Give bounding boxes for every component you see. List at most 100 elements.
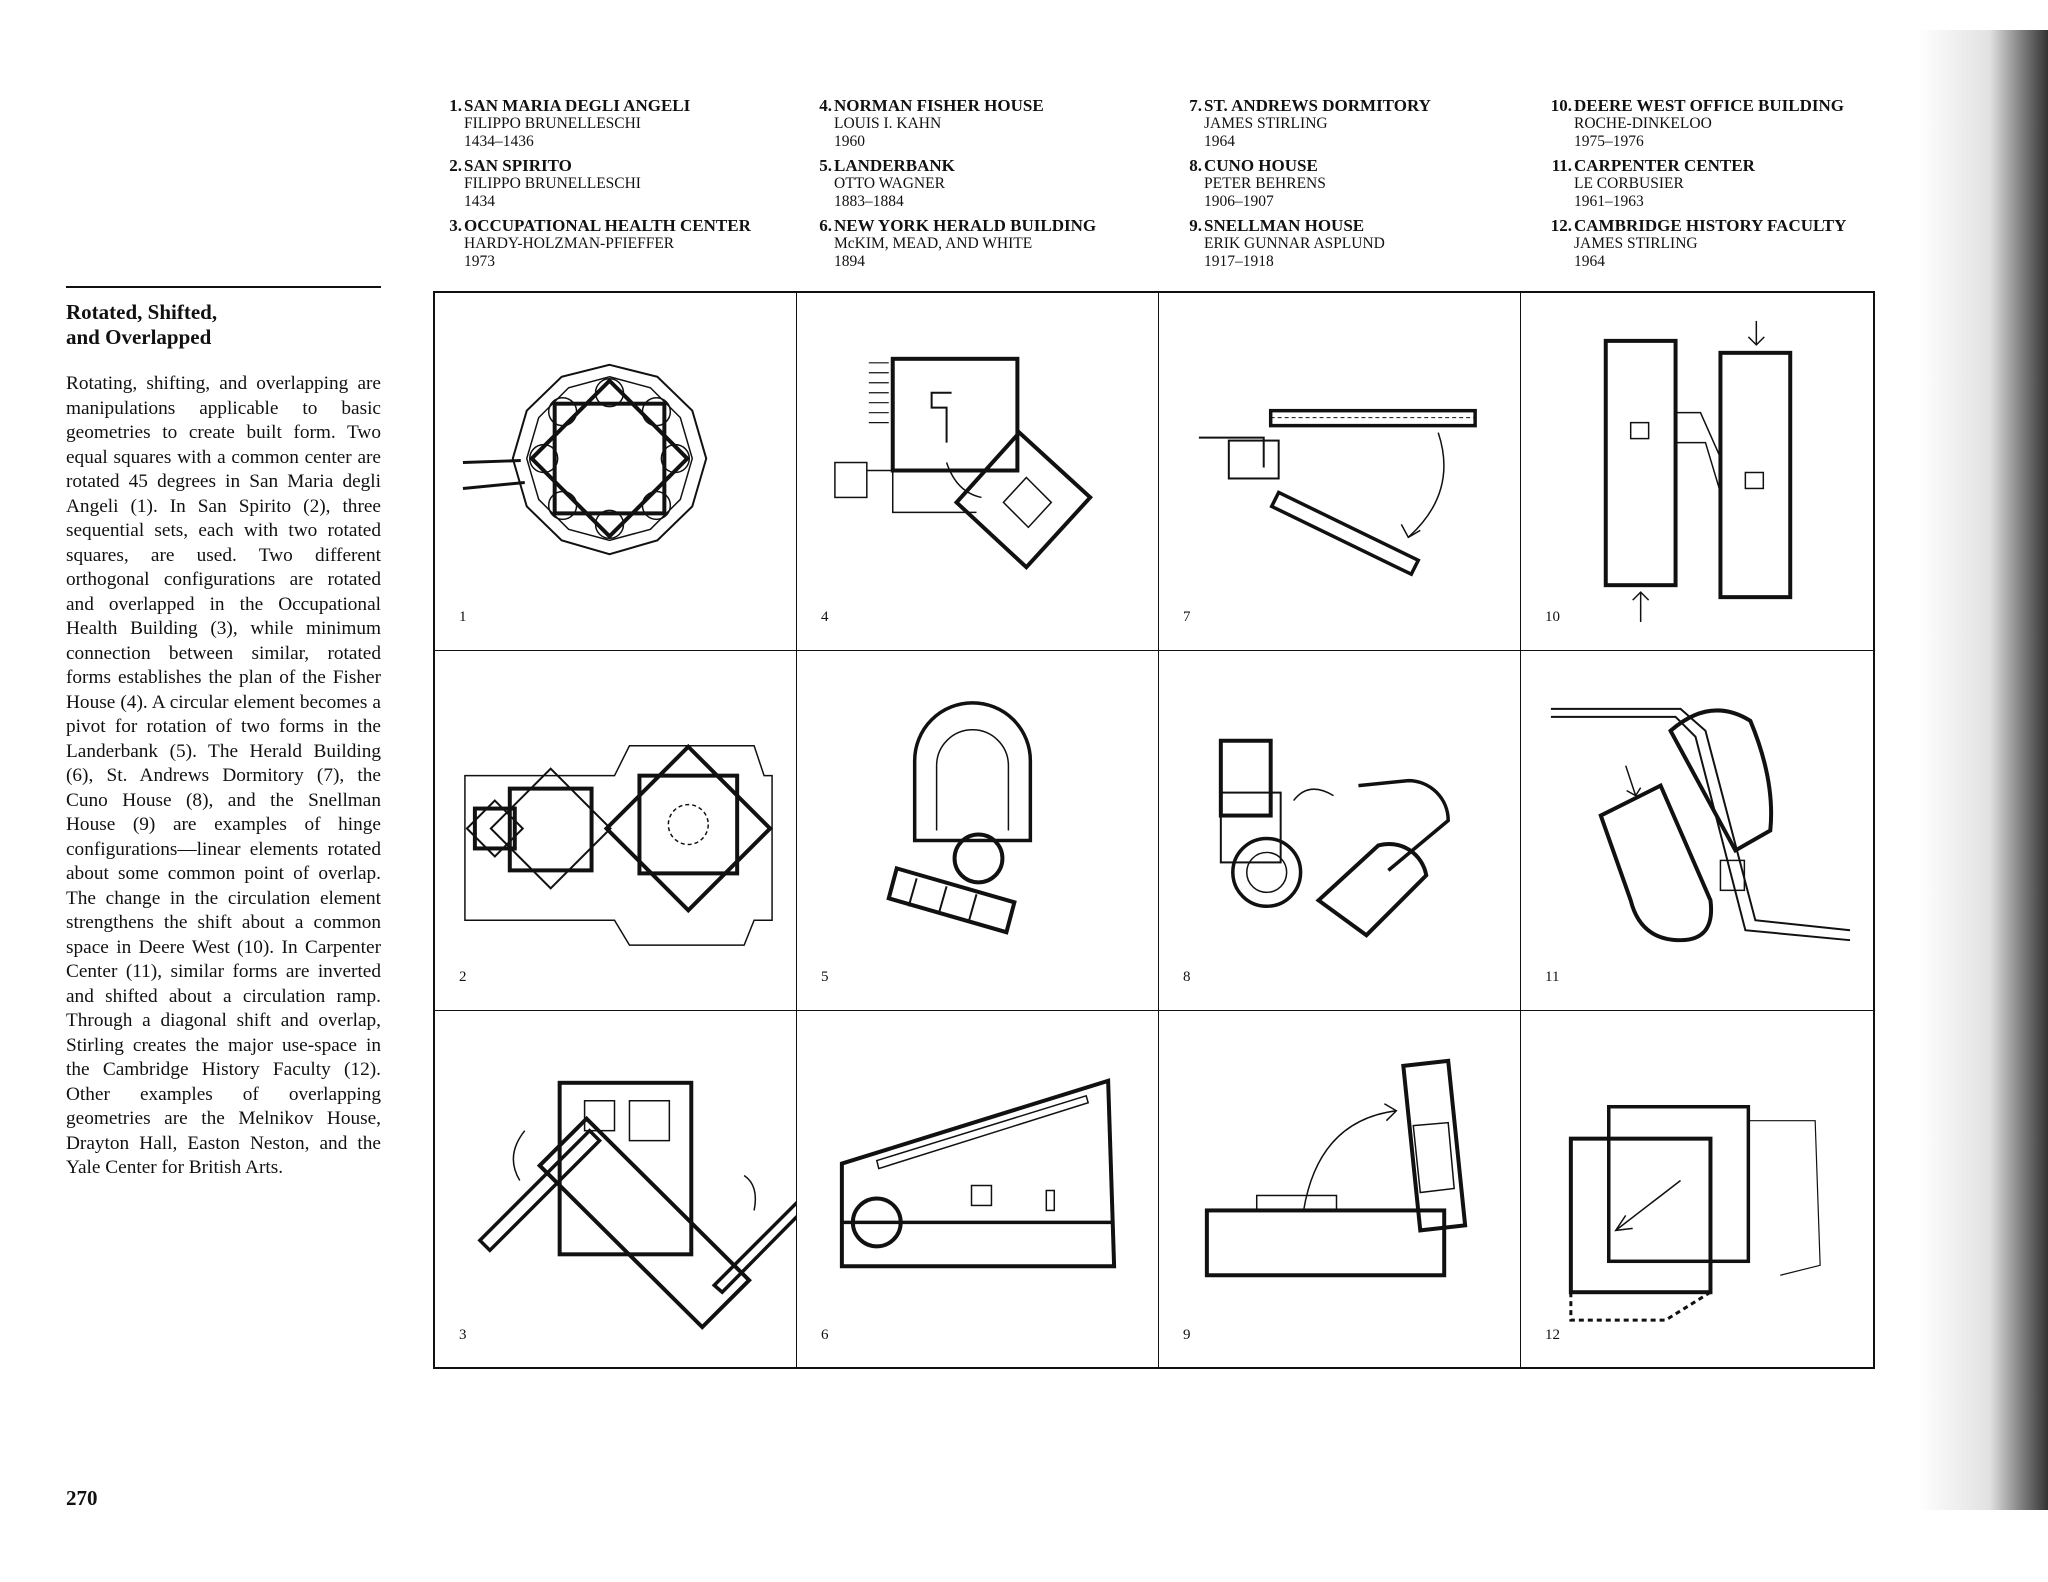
section-heading-line-2: and Overlapped xyxy=(66,325,212,349)
diagram-cell-8: 8 xyxy=(1159,651,1521,1011)
caption-title: OCCUPATIONAL HEALTH CENTER xyxy=(464,216,751,235)
plan-deere-west-office-building xyxy=(1603,320,1793,623)
caption-architect: LE CORBUSIER xyxy=(1574,175,1684,192)
caption-date: 1961–1963 xyxy=(1574,193,1644,210)
caption-number: 1 xyxy=(434,96,462,115)
diagram-number: 12 xyxy=(1545,1327,1560,1343)
caption-title: CAMBRIDGE HISTORY FACULTY xyxy=(1574,216,1847,235)
diagram-cell-2: 2 xyxy=(435,651,797,1011)
caption-number: 3 xyxy=(434,216,462,235)
plan-st-andrews-dormitory xyxy=(1198,408,1477,577)
caption-number: 5 xyxy=(804,156,832,175)
caption-number: 6 xyxy=(804,216,832,235)
caption-date: 1906–1907 xyxy=(1204,193,1274,210)
caption-architect: ROCHE-DINKELOO xyxy=(1574,115,1712,132)
caption-column-4: 10DEERE WEST OFFICE BUILDINGROCHE-DINKEL… xyxy=(1544,96,1894,276)
caption-number: 10 xyxy=(1544,96,1572,115)
plan-cambridge-history-faculty xyxy=(1568,1104,1821,1322)
caption-date: 1894 xyxy=(834,253,865,270)
caption-number: 8 xyxy=(1174,156,1202,175)
diagram-number: 7 xyxy=(1183,609,1191,625)
caption-title: CUNO HOUSE xyxy=(1204,156,1318,175)
caption-architect: LOUIS I. KAHN xyxy=(834,115,942,132)
caption-architect: OTTO WAGNER xyxy=(834,175,945,192)
caption-number: 11 xyxy=(1544,156,1572,175)
caption-entry: 3OCCUPATIONAL HEALTH CENTERHARDY-HOLZMAN… xyxy=(434,216,784,276)
caption-architect: FILIPPO BRUNELLESCHI xyxy=(464,175,641,192)
caption-architect: FILIPPO BRUNELLESCHI xyxy=(464,115,641,132)
diagram-cell-4: 4 xyxy=(797,293,1159,651)
diagram-number: 8 xyxy=(1183,969,1191,985)
page-edge-shadow xyxy=(1918,30,2048,1510)
caption-title: ST. ANDREWS DORMITORY xyxy=(1204,96,1431,115)
caption-date: 1964 xyxy=(1574,253,1605,270)
diagram-number: 1 xyxy=(459,609,467,625)
diagram-cell-5: 5 xyxy=(797,651,1159,1011)
caption-title: LANDERBANK xyxy=(834,156,955,175)
diagram-cell-11: 11 xyxy=(1521,651,1875,1011)
diagram-cell-12: 12 xyxy=(1521,1011,1875,1369)
diagram-number: 5 xyxy=(821,969,829,985)
caption-number: 7 xyxy=(1174,96,1202,115)
section-heading-line-1: Rotated, Shifted, xyxy=(66,300,218,324)
page-number: 270 xyxy=(66,1486,98,1510)
plan-carpenter-center xyxy=(1550,707,1851,943)
diagram-number: 10 xyxy=(1545,609,1560,625)
caption-number: 2 xyxy=(434,156,462,175)
plan-landerbank xyxy=(886,701,1033,935)
caption-date: 1917–1918 xyxy=(1204,253,1274,270)
plan-new-york-herald-building xyxy=(839,1078,1117,1269)
caption-number: 12 xyxy=(1544,216,1572,235)
caption-date: 1964 xyxy=(1204,133,1235,150)
caption-architect: PETER BEHRENS xyxy=(1204,175,1326,192)
caption-date: 1973 xyxy=(464,253,495,270)
caption-title: SAN MARIA DEGLI ANGELI xyxy=(464,96,691,115)
caption-architect: JAMES STIRLING xyxy=(1204,115,1328,132)
caption-title: CARPENTER CENTER xyxy=(1574,156,1755,175)
plan-norman-fisher-house xyxy=(834,356,1094,571)
diagram-number: 2 xyxy=(459,969,467,985)
diagram-cell-3: 3 xyxy=(435,1011,797,1369)
plan-san-spirito xyxy=(464,743,773,946)
diagram-number: 11 xyxy=(1545,969,1560,985)
section-heading: Rotated, Shifted, and Overlapped xyxy=(66,300,386,350)
caption-title: NORMAN FISHER HOUSE xyxy=(834,96,1044,115)
diagram-number: 6 xyxy=(821,1327,829,1343)
plan-cuno-house xyxy=(1218,738,1450,938)
plan-snellman-house xyxy=(1204,1058,1468,1278)
caption-title: NEW YORK HERALD BUILDING xyxy=(834,216,1097,235)
caption-entry: 10DEERE WEST OFFICE BUILDINGROCHE-DINKEL… xyxy=(1544,96,1894,156)
diagram-cell-10: 10 xyxy=(1521,293,1875,651)
caption-title: SNELLMAN HOUSE xyxy=(1204,216,1365,235)
plan-diagram-grid: 1 4 7 xyxy=(433,291,1875,1369)
section-rule xyxy=(66,286,381,288)
diagram-cell-7: 7 xyxy=(1159,293,1521,651)
diagram-cell-9: 9 xyxy=(1159,1011,1521,1369)
caption-date: 1975–1976 xyxy=(1574,133,1644,150)
caption-date: 1960 xyxy=(834,133,865,150)
caption-date: 1434 xyxy=(464,193,495,210)
caption-architect: McKIM, MEAD, AND WHITE xyxy=(834,235,1033,252)
caption-date: 1434–1436 xyxy=(464,133,534,150)
plan-occupational-health-center xyxy=(477,1080,796,1330)
caption-number: 9 xyxy=(1174,216,1202,235)
caption-number: 4 xyxy=(804,96,832,115)
diagram-cell-6: 6 xyxy=(797,1011,1159,1369)
caption-architect: JAMES STIRLING xyxy=(1574,235,1698,252)
diagram-cell-1: 1 xyxy=(435,293,797,651)
diagram-number: 9 xyxy=(1183,1327,1191,1343)
caption-date: 1883–1884 xyxy=(834,193,904,210)
diagram-number: 3 xyxy=(459,1327,467,1343)
caption-title: DEERE WEST OFFICE BUILDING xyxy=(1574,96,1845,115)
